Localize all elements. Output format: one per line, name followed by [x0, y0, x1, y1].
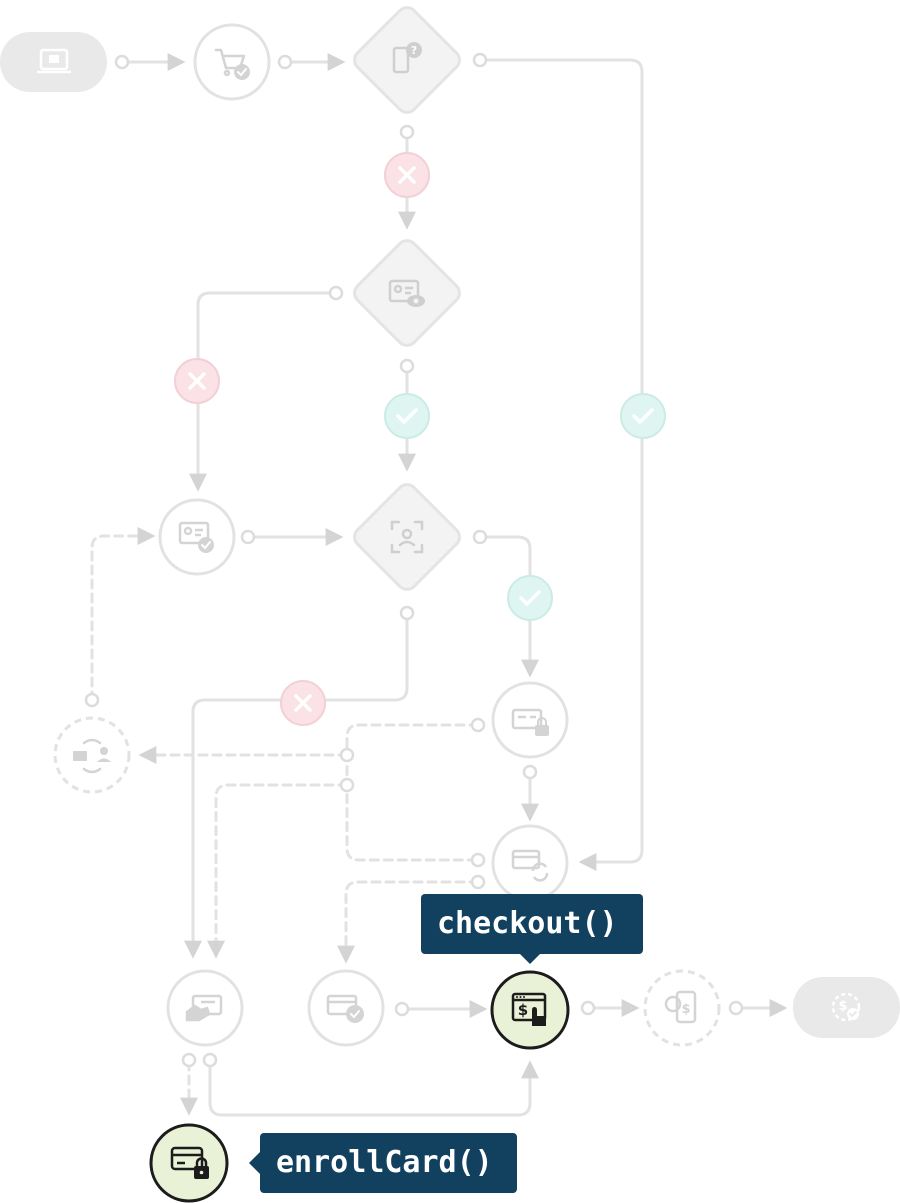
enroll-card-node[interactable]: [149, 1123, 229, 1203]
connector-lines: [120, 53, 788, 1117]
yes-badge: [507, 575, 553, 621]
checkout-label-text: checkout(): [437, 906, 618, 941]
dashed-connector-lines: [90, 527, 480, 1116]
no-badge: [384, 152, 430, 198]
card-lock-node: [491, 681, 569, 759]
card-hand-node: [166, 969, 244, 1047]
cart-checked-node: [193, 23, 271, 101]
id-card-verified-node: [158, 498, 236, 576]
phone-question-icon: [392, 46, 410, 74]
start-node: [0, 32, 107, 92]
mail-user-sync-icon: [73, 738, 111, 774]
check-icon: [396, 408, 418, 424]
phone-payment-icon: [664, 990, 697, 1024]
no-badge: [280, 680, 326, 726]
card-lock-icon: [170, 1146, 209, 1179]
checkout-label: checkout(): [421, 894, 643, 954]
svg-text:$: $: [681, 1002, 690, 1017]
mail-user-sync-node: [53, 716, 131, 794]
money-check-icon: $: [831, 992, 861, 1022]
check-icon: [632, 408, 654, 424]
enroll-card-label: enrollCard(): [260, 1133, 517, 1193]
phone-question-node: ?: [353, 6, 461, 114]
svg-text:$: $: [518, 1001, 528, 1019]
enroll-card-label-pointer: [249, 1152, 260, 1174]
checkout-node[interactable]: $: [490, 970, 570, 1050]
svg-text:$: $: [838, 999, 847, 1014]
card-refresh-icon: [511, 849, 549, 882]
yes-badge: [384, 393, 430, 439]
connection-dots: [84, 52, 744, 1068]
end-node: $: [793, 977, 900, 1038]
x-icon: [188, 372, 206, 390]
laptop-shop-icon: [37, 48, 71, 74]
face-scan-icon: [390, 520, 424, 554]
checkout-label-pointer: [519, 953, 541, 964]
face-scan-node: [353, 483, 461, 591]
card-check-node: [307, 969, 385, 1047]
card-refresh-node: [491, 824, 569, 902]
no-badge: [174, 358, 220, 404]
enroll-card-label-text: enrollCard(): [276, 1145, 493, 1180]
checkout-screen-icon: $: [511, 992, 547, 1026]
card-check-icon: [326, 994, 358, 1016]
check-icon: [519, 590, 541, 606]
id-card-view-node: [353, 239, 461, 347]
yes-badge: [620, 393, 666, 439]
card-hand-icon: [185, 994, 223, 1022]
x-icon: [398, 166, 416, 184]
id-card-check-icon: [178, 521, 210, 545]
x-icon: [294, 694, 312, 712]
phone-pay-node: $: [643, 969, 721, 1047]
id-card-eye-icon: [388, 279, 420, 303]
svg-text:?: ?: [411, 44, 417, 57]
